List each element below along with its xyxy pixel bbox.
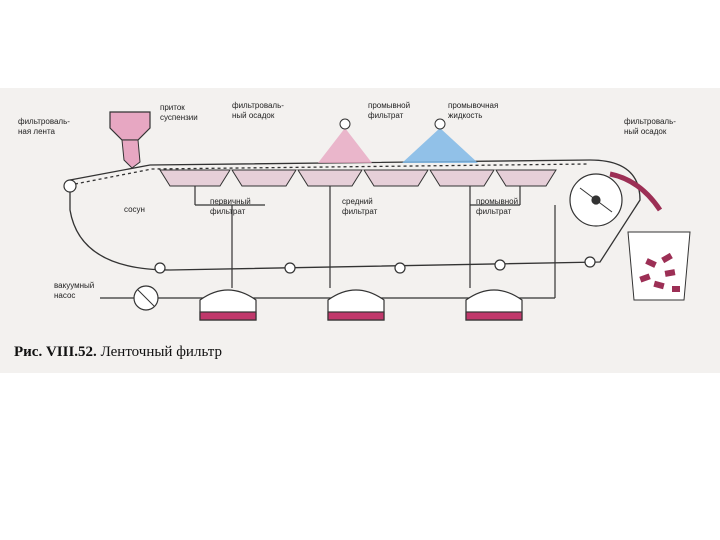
label-washfilt-1: промывной	[368, 101, 410, 110]
figure-caption: Рис. VIII.52. Ленточный фильтр	[14, 344, 222, 361]
belt-rollers	[63, 173, 623, 274]
roller-left	[63, 179, 77, 193]
label-nozzle: сосун	[124, 205, 145, 214]
wash-sprays	[318, 118, 478, 163]
label-cake2-1: фильтроваль-	[624, 117, 676, 126]
label-belt-2: ная лента	[18, 127, 56, 136]
label-washfilt-2: фильтрат	[368, 111, 404, 120]
roller-2	[284, 262, 296, 274]
cake-discharge	[609, 171, 691, 301]
label-pump-2: насос	[54, 291, 75, 300]
label-washout-1: промывной	[476, 197, 518, 206]
filtrate-receivers	[199, 289, 523, 321]
vacuum-chambers	[159, 169, 557, 187]
caption-text: Ленточный фильтр	[100, 344, 222, 360]
label-mid-1: средний	[342, 197, 373, 206]
label-cake-2: ный осадок	[232, 111, 275, 120]
feed-hopper	[109, 111, 151, 169]
label-washliq-2: жидкость	[448, 111, 482, 120]
filtrate-piping	[100, 186, 556, 299]
vacuum-pump	[133, 285, 159, 311]
label-pump-1: вакуумный	[54, 281, 94, 290]
label-feed-2: суспензии	[160, 113, 198, 122]
label-washliq-1: промывочная	[448, 101, 498, 110]
roller-1	[154, 262, 166, 274]
label-cake2-2: ный осадок	[624, 127, 667, 136]
roller-4	[494, 259, 506, 271]
label-mid-2: фильтрат	[342, 207, 378, 216]
label-feed-1: приток	[160, 103, 185, 112]
label-first-2: фильтрат	[210, 207, 246, 216]
roller-3	[394, 262, 406, 274]
label-belt-1: фильтроваль-	[18, 117, 70, 126]
roller-5	[584, 256, 596, 268]
label-washout-2: фильтрат	[476, 207, 512, 216]
label-first-1: первичный	[210, 197, 251, 206]
caption-number: Рис. VIII.52.	[14, 344, 97, 360]
filter-belt	[69, 159, 641, 271]
label-cake-1: фильтроваль-	[232, 101, 284, 110]
